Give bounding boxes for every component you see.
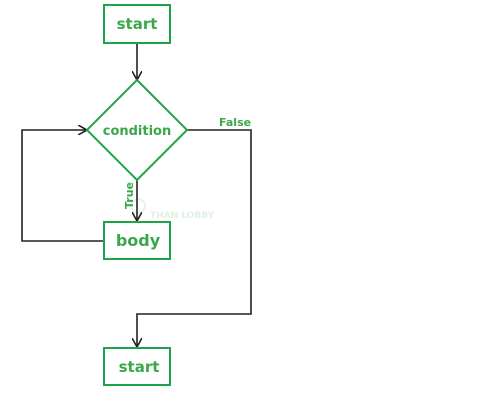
start-box-top <box>103 4 171 44</box>
watermark-text: THAN LOBBY <box>150 211 215 221</box>
watermark: THAN LOBBY <box>130 198 215 221</box>
edges <box>21 43 252 346</box>
body-label: body <box>116 231 161 250</box>
start-node-bottom: start <box>103 347 171 386</box>
start-box-bottom <box>103 347 171 386</box>
false-label: False <box>219 116 251 129</box>
start-label-bottom: start <box>119 358 160 376</box>
start-label-top: start <box>117 15 158 33</box>
edge-body-loop-back <box>21 130 104 242</box>
edge-condition-to-end-false <box>137 129 252 346</box>
condition-diamond <box>85 78 189 182</box>
body-box <box>103 221 171 260</box>
start-node-top: start <box>103 4 171 44</box>
true-label: True <box>123 182 136 209</box>
condition-label: condition <box>103 124 172 139</box>
condition-node: condition <box>85 78 189 182</box>
body-node: body <box>103 221 171 260</box>
